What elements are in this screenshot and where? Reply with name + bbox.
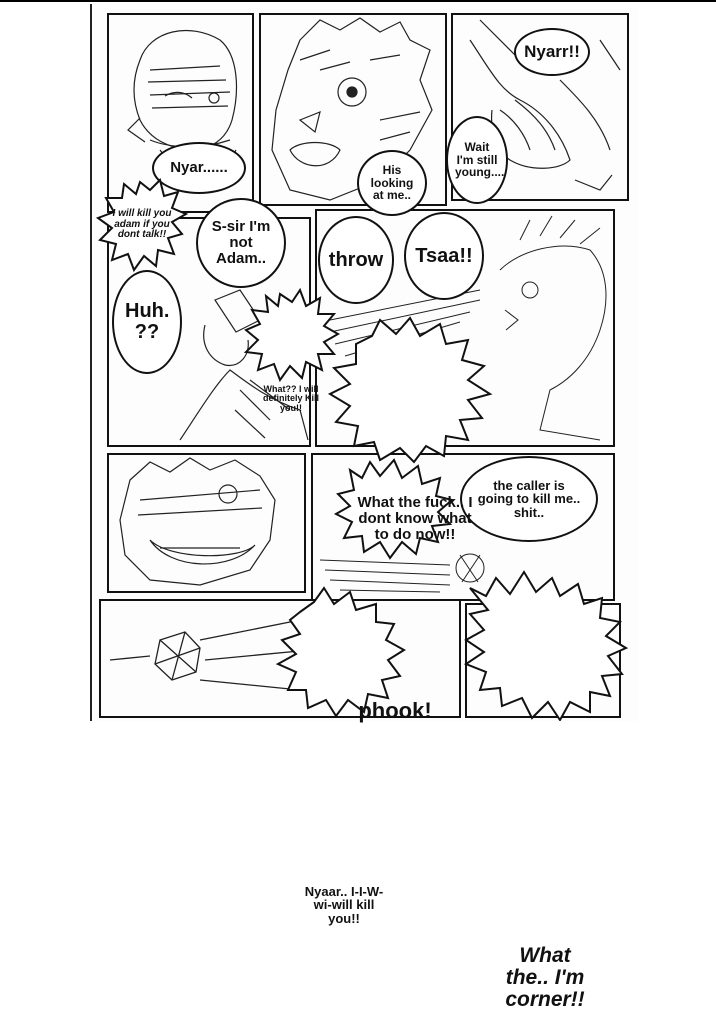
- panel-5-throw-sketch: [329, 215, 607, 441]
- panel-7-frame: [311, 453, 615, 601]
- bubble-throw-text: throw: [328, 248, 384, 271]
- bubble-s-sir-text: S-sir I'm not Adam..: [211, 218, 271, 267]
- panel-1-face-sketch: [127, 29, 238, 177]
- burst-what-the-fuck-text: What the fuck.. I dont know what to do n…: [357, 494, 473, 543]
- burst-phook-text: phook!: [358, 698, 432, 724]
- burst-phook: [333, 458, 455, 560]
- bubble-caller: the caller is going to kill me.. shit..: [460, 456, 598, 542]
- burst-what-definitely: [243, 287, 341, 383]
- panel-6-frame: [107, 453, 306, 593]
- bubble-wait-young: Wait I'm still young....: [446, 116, 508, 204]
- bubble-his-looking-text: His looking at me..: [370, 163, 414, 203]
- top-border-line: [0, 0, 716, 2]
- burst-will-kill-adam: [95, 178, 189, 273]
- bubble-s-sir: S-sir I'm not Adam..: [196, 198, 286, 288]
- burst-what-definitely-label: What?? I will definitely Kill you!!: [258, 368, 324, 430]
- bubble-tsaa: Tsaa!!: [404, 212, 484, 300]
- burst-what-the-fuck: [327, 316, 493, 464]
- bubble-nyar-dots: Nyar......: [152, 142, 246, 194]
- bubble-nyarr-text: Nyarr!!: [524, 42, 580, 62]
- bubble-huh: Huh. ??: [112, 270, 182, 374]
- burst-what-the-fuck-label: What the fuck.. I dont know what to do n…: [352, 478, 478, 560]
- panel-7-projectile-sketch: [319, 553, 485, 593]
- burst-will-kill-adam-text: I will kill you adam if you dont talk!!: [112, 208, 172, 241]
- panel-2-frame: [259, 13, 447, 206]
- burst-cornered: [463, 570, 629, 721]
- burst-bubbles: [95, 178, 629, 721]
- bubble-nyar-dots-text: Nyar......: [170, 159, 228, 177]
- burst-nyaar-kill: [275, 586, 406, 718]
- panel-8-object-sketch: [109, 619, 311, 691]
- bubble-tsaa-text: Tsaa!!: [415, 244, 473, 267]
- burst-what-definitely-text: What?? I will definitely Kill you!!: [262, 383, 319, 413]
- burst-cornered-label: What the.. I'm corner!!: [490, 930, 600, 1026]
- burst-phook-label: phook!: [350, 690, 440, 732]
- bubble-caller-text: the caller is going to kill me.. shit..: [477, 477, 581, 520]
- burst-nyaar-kill-label: Nyaar.. I-I-W-wi-will kill you!!: [296, 866, 392, 944]
- burst-cornered-text: What the.. I'm corner!!: [505, 943, 585, 1012]
- panel-6-face-sketch: [119, 457, 276, 586]
- burst-will-kill-adam-label: I will kill you adam if you dont talk!!: [106, 194, 178, 256]
- bubble-his-looking: His looking at me..: [357, 150, 427, 216]
- bubble-huh-text: Huh. ??: [125, 300, 170, 343]
- bubble-wait-young-text: Wait I'm still young....: [455, 140, 505, 180]
- burst-nyaar-kill-text: Nyaar.. I-I-W-wi-will kill you!!: [304, 883, 384, 926]
- bubble-throw: throw: [318, 216, 394, 304]
- panel-2-face-sketch: [271, 17, 433, 201]
- panel-artwork: [99, 13, 629, 718]
- bubble-nyarr: Nyarr!!: [514, 28, 590, 76]
- panel-4-arm-phone-sketch: [179, 289, 309, 441]
